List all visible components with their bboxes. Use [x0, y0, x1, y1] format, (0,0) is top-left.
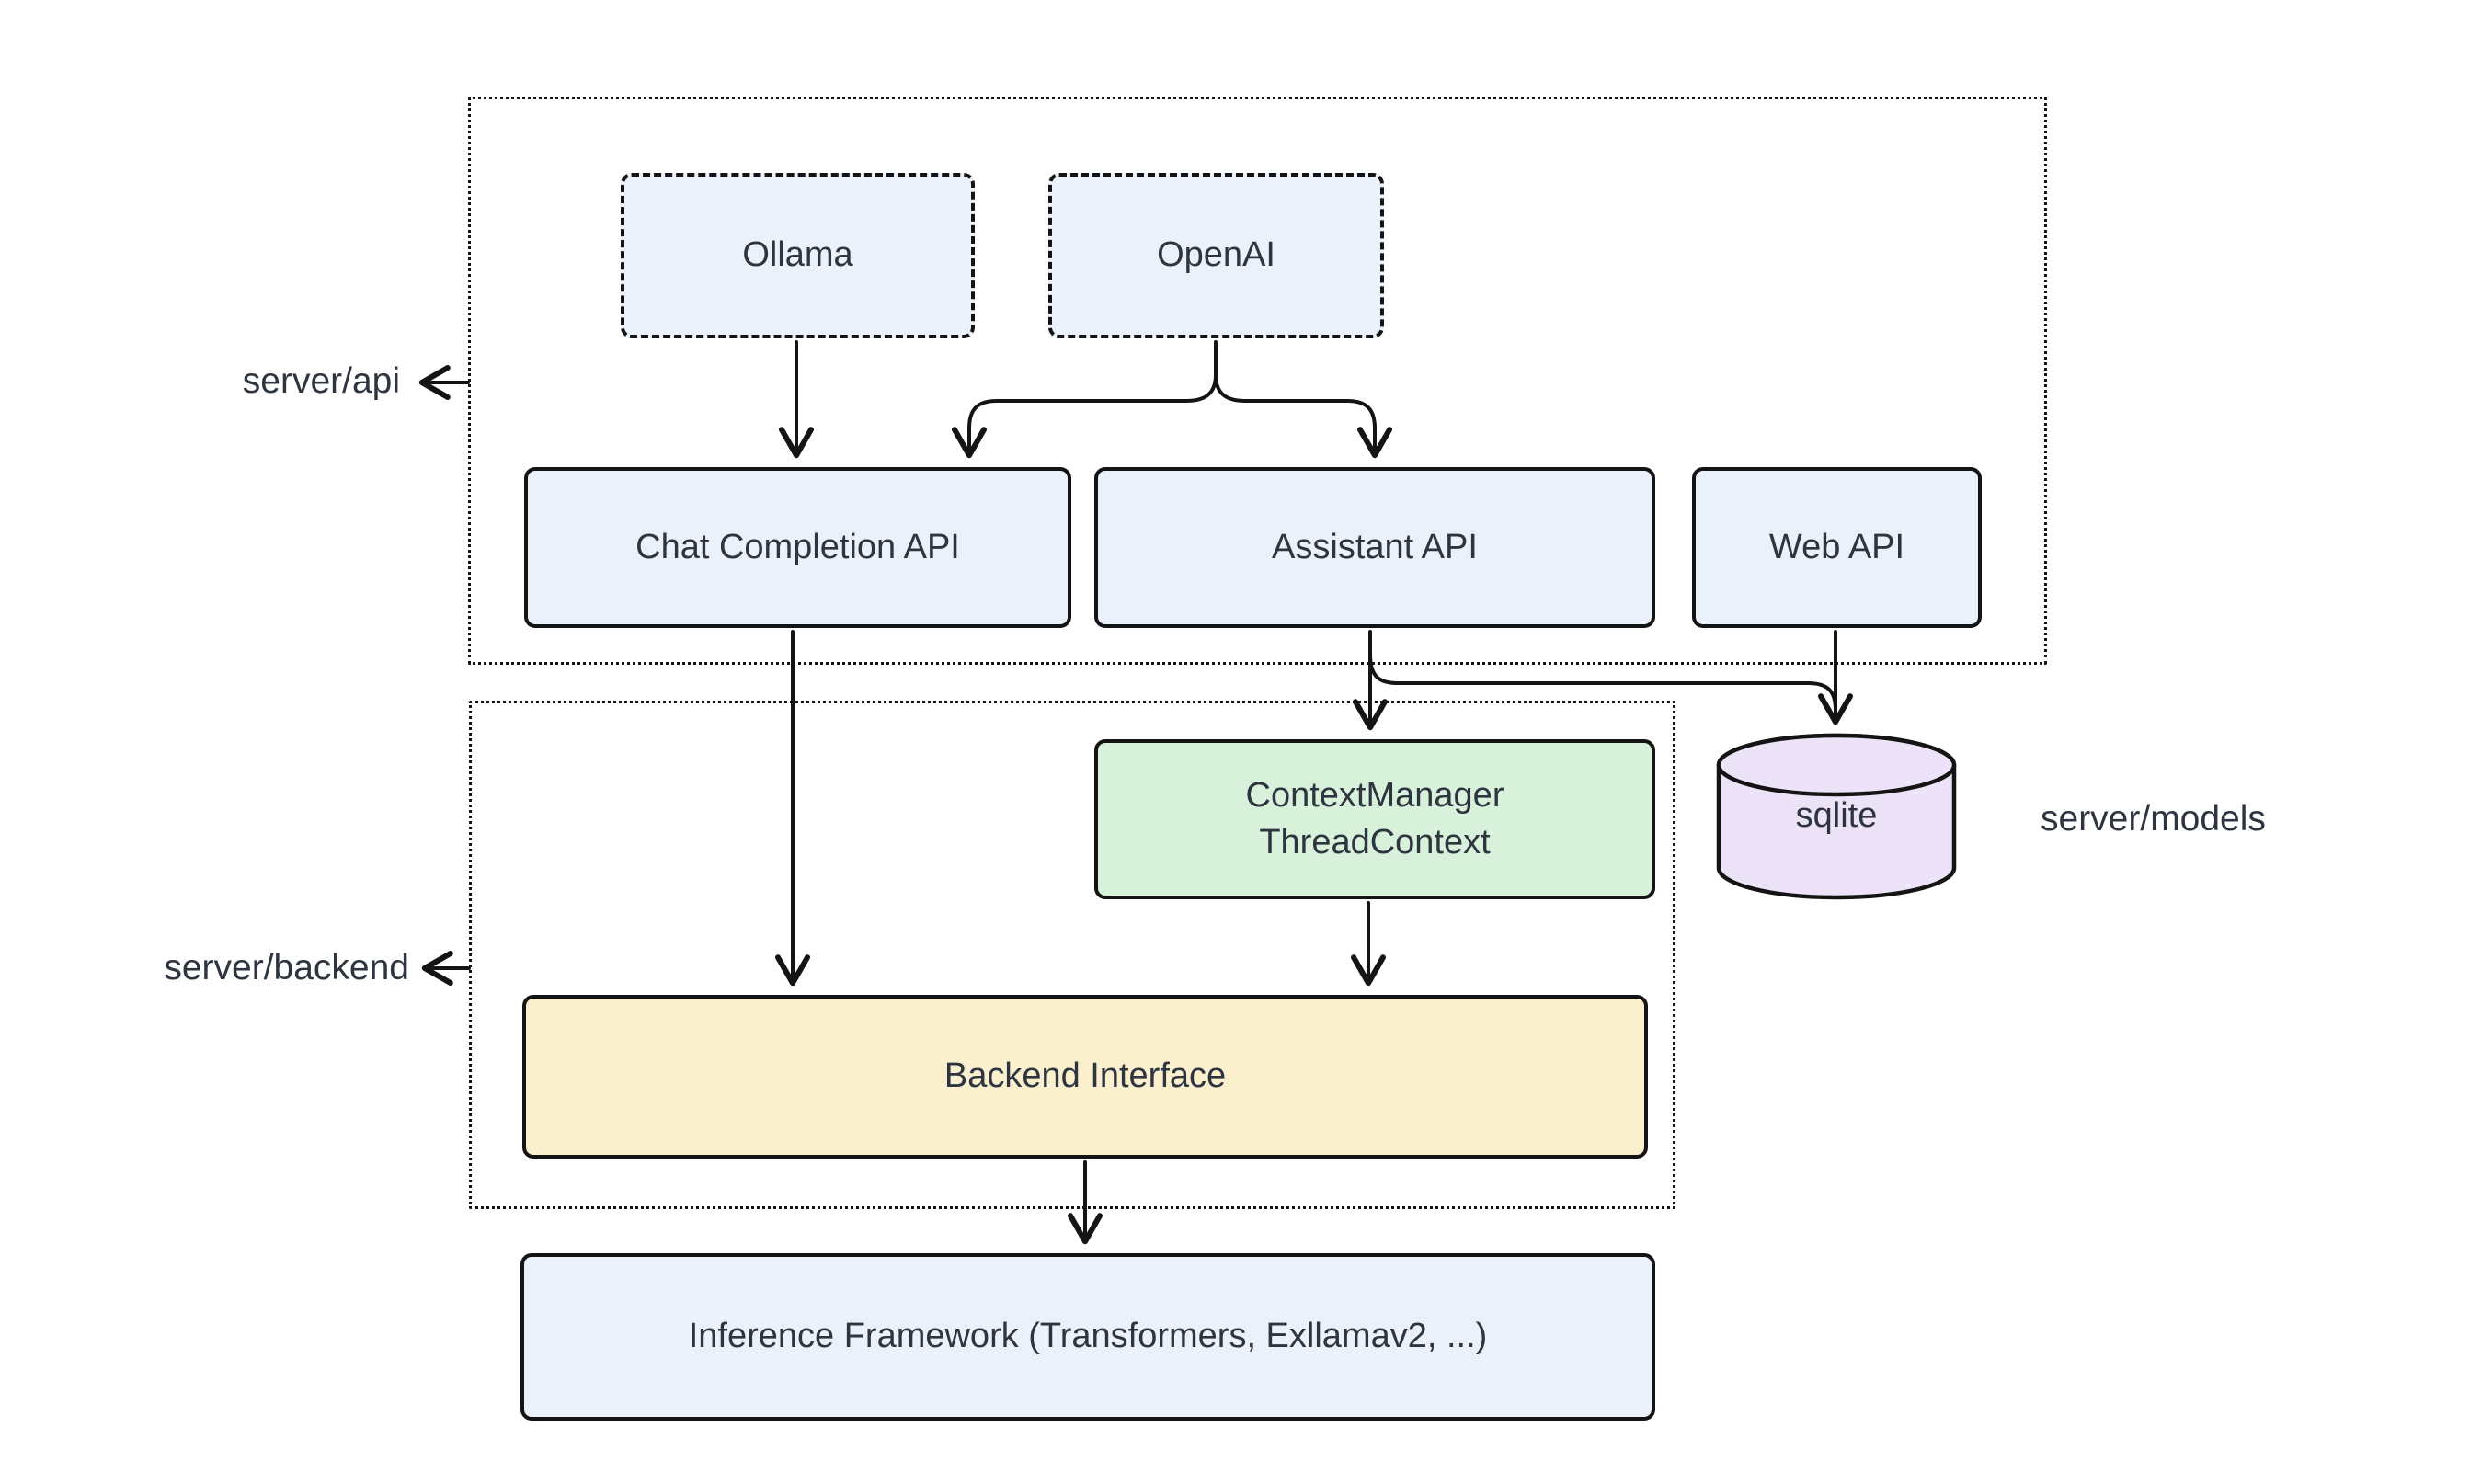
node-backend-interface: Backend Interface: [522, 995, 1648, 1159]
edge-openai-assistant: [1214, 373, 1392, 459]
edge-assistant-sqlite: [1368, 653, 1837, 712]
node-inference-framework-label: Inference Framework (Transformers, Exlla…: [688, 1317, 1488, 1356]
node-assistant-api: Assistant API: [1094, 467, 1655, 628]
group-server-backend: [469, 701, 1675, 1209]
node-context-manager: ContextManager ThreadContext: [1094, 739, 1655, 899]
group-label-server-backend: server/backend: [164, 948, 409, 987]
node-openai-label: OpenAI: [1157, 235, 1275, 275]
node-inference-framework: Inference Framework (Transformers, Exlla…: [520, 1253, 1655, 1421]
node-assistant-api-label: Assistant API: [1272, 527, 1478, 566]
database-cylinder-icon: [1716, 733, 1957, 900]
group-server-api: [468, 97, 2047, 665]
node-backend-interface-label: Backend Interface: [943, 1056, 1227, 1096]
edge-openai-chat: [952, 340, 1218, 459]
node-ollama-label: Ollama: [742, 235, 853, 275]
node-chat-completion-api: Chat Completion API: [524, 467, 1071, 628]
node-web-api: Web API: [1692, 467, 1982, 628]
node-sqlite-label: sqlite: [1795, 796, 1878, 835]
node-chat-completion-api-label: Chat Completion API: [635, 527, 960, 566]
node-context-manager-line2: ThreadContext: [1259, 823, 1491, 862]
group-label-server-models: server/models: [2041, 799, 2266, 839]
node-sqlite: sqlite: [1714, 730, 1959, 903]
node-ollama: Ollama: [621, 173, 975, 338]
node-openai: OpenAI: [1048, 173, 1384, 338]
group-label-server-api: server/api: [242, 361, 400, 401]
node-web-api-label: Web API: [1768, 527, 1905, 566]
node-context-manager-line1: ContextManager: [1245, 775, 1504, 815]
